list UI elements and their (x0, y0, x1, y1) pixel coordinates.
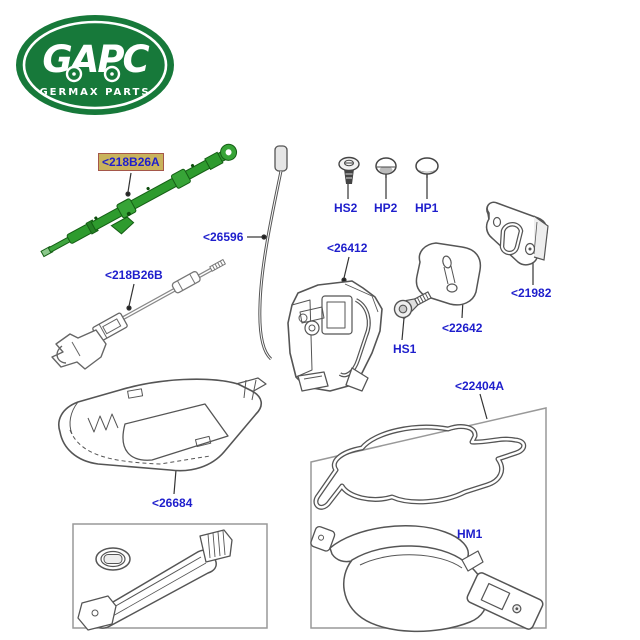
exterior-handle-HM1-drawing (310, 524, 544, 633)
plug-HP2-drawing (375, 157, 397, 178)
exterior-handle-drawing (77, 529, 233, 631)
bolt-HS1-drawing (393, 291, 432, 319)
part-label-HP1[interactable]: HP1 (415, 201, 439, 215)
handle-frame-26684-drawing (58, 377, 267, 472)
handle-kit-box-left (72, 523, 268, 631)
handle-kit-box-right-22404A (310, 407, 547, 633)
germax-parts-logo: GAPC GERMAX PARTS (16, 15, 174, 115)
part-label-22642[interactable]: <22642 (442, 321, 483, 335)
plug-HP1-drawing (415, 157, 439, 178)
part-label-HS1[interactable]: HS1 (393, 342, 417, 356)
lock-rod-26596-drawing (258, 145, 288, 361)
part-label-26684[interactable]: <26684 (152, 496, 193, 510)
gasket-HM1-drawing (313, 424, 527, 510)
door-striker-21982-drawing (485, 201, 549, 266)
cable-218B26B-drawing (51, 258, 227, 370)
logo-brand-text: GAPC (42, 38, 149, 81)
part-label-HM1[interactable]: HM1 (457, 527, 483, 541)
part-label-HP2[interactable]: HP2 (374, 201, 398, 215)
logo-subtitle-text: GERMAX PARTS (39, 87, 150, 98)
logo-wheel-icon (103, 65, 121, 83)
part-label-26596[interactable]: <26596 (203, 230, 244, 244)
part-label-22404A[interactable]: <22404A (455, 379, 505, 393)
screw-HS2-drawing (338, 156, 360, 184)
gasket-plate-22642-drawing (415, 242, 482, 306)
cable-assembly-218B26A-drawing (40, 143, 238, 258)
part-label-21982[interactable]: <21982 (511, 286, 552, 300)
part-label-218B26B[interactable]: <218B26B (105, 268, 163, 282)
part-label-26412[interactable]: <26412 (327, 241, 368, 255)
part-label-HS2[interactable]: HS2 (334, 201, 358, 215)
lock-actuator-26412-drawing (287, 280, 383, 392)
grommet-drawing (95, 547, 131, 571)
logo-wheel-icon (65, 65, 83, 83)
part-label-218B26A[interactable]: <218B26A (98, 153, 164, 171)
